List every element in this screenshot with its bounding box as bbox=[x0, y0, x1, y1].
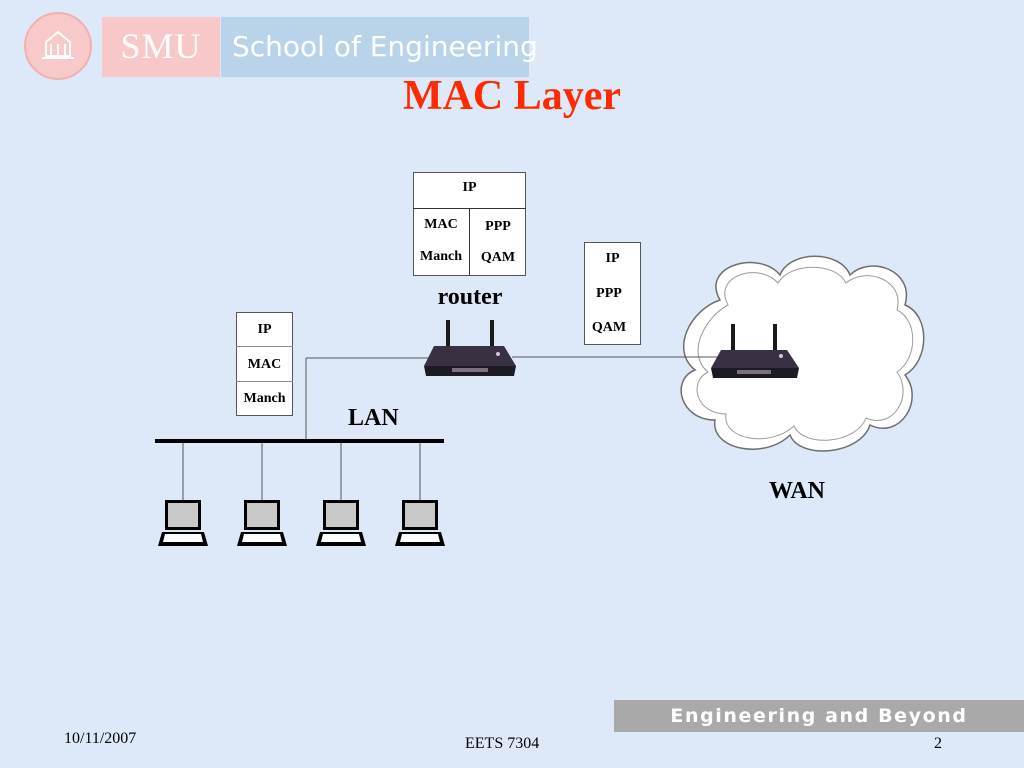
footer-date: 10/11/2007 bbox=[64, 730, 137, 747]
school-banner bbox=[221, 17, 529, 77]
smu-seal-logo bbox=[24, 12, 92, 80]
wan-protocol-stack bbox=[584, 242, 641, 345]
laptop-icon bbox=[158, 500, 208, 546]
host-protocol-stack bbox=[236, 312, 293, 416]
wan-stack-ppp: PPP bbox=[596, 286, 622, 301]
tagline-bar bbox=[614, 700, 1024, 732]
host-stack-mac: MAC bbox=[247, 357, 282, 372]
tagline-text: Engineering and Beyond bbox=[670, 705, 968, 727]
wan-cloud-icon bbox=[680, 255, 925, 452]
router-stack-ppp: PPP bbox=[485, 219, 511, 234]
lan-label: LAN bbox=[348, 405, 399, 431]
laptop-icon bbox=[395, 500, 445, 546]
slide-title: MAC Layer bbox=[402, 73, 622, 119]
footer-course: EETS 7304 bbox=[465, 735, 540, 752]
wan-stack-qam: QAM bbox=[591, 320, 627, 335]
router-icon bbox=[424, 320, 516, 376]
school-name: School of Engineering bbox=[232, 30, 538, 63]
router-label: router bbox=[437, 284, 503, 310]
host-stack-manch: Manch bbox=[243, 391, 286, 406]
smu-logo-text: SMU bbox=[120, 26, 202, 66]
router-stack-qam: QAM bbox=[480, 250, 516, 265]
wan-router-icon bbox=[711, 324, 799, 378]
footer-page-number: 2 bbox=[934, 735, 942, 752]
wan-label: WAN bbox=[769, 478, 826, 504]
router-stack-mac: MAC bbox=[424, 217, 458, 232]
laptop-icon bbox=[237, 500, 287, 546]
router-stack-ip: IP bbox=[462, 180, 477, 195]
wan-stack-ip: IP bbox=[605, 251, 620, 266]
router-stack-manch: Manch bbox=[420, 249, 462, 264]
seal-building-icon bbox=[42, 30, 74, 59]
smu-logo-box bbox=[102, 17, 220, 77]
host-stack-ip: IP bbox=[257, 322, 272, 337]
laptop-icon bbox=[316, 500, 366, 546]
